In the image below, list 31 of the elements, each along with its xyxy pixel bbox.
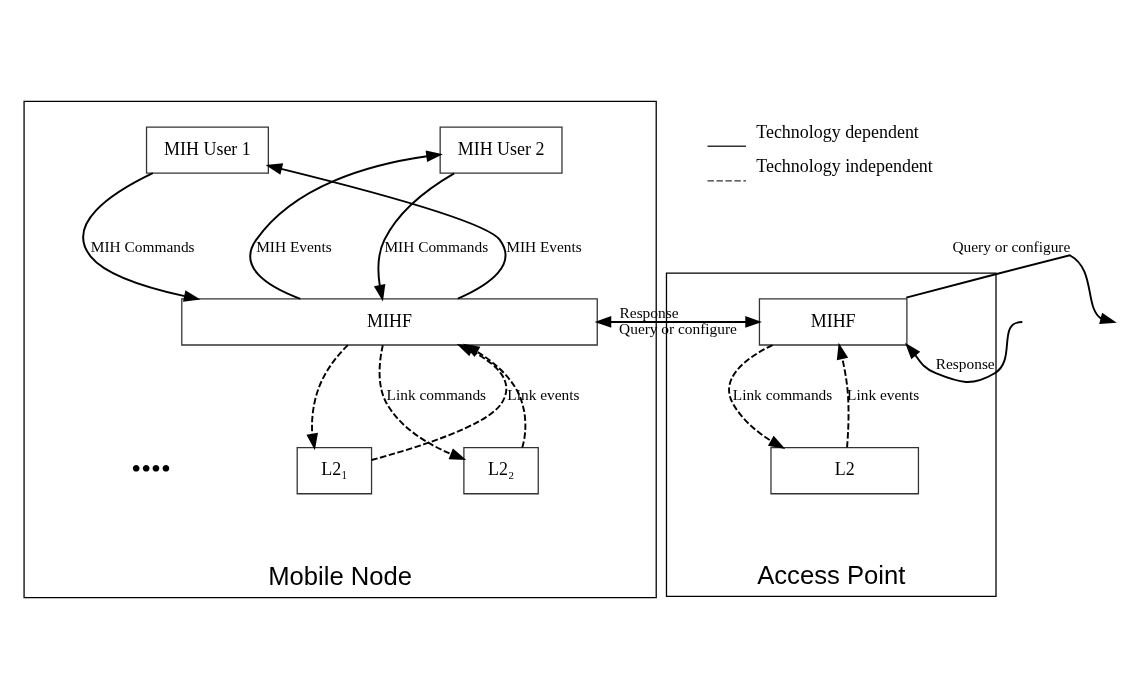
arrow	[306, 343, 349, 450]
arrow	[728, 343, 786, 449]
edge-label: MIH Commands	[90, 237, 195, 255]
node-box: MIH User 2	[439, 125, 563, 174]
arrow	[249, 149, 443, 300]
label: ••••	[131, 452, 171, 484]
arrow	[462, 343, 527, 448]
edge-label: Query or configure	[952, 237, 1071, 255]
edge-label: Link commands	[386, 385, 487, 403]
edge-label: Link commands	[732, 385, 833, 403]
arrow	[905, 320, 1024, 383]
arrow	[373, 171, 456, 301]
node-box: MIH User 1	[145, 125, 269, 174]
edge-label: MIH Events	[506, 237, 582, 255]
edge-label: Link events	[507, 385, 580, 403]
node-box: L2₁	[296, 446, 373, 494]
node-box: MIHF	[181, 297, 598, 346]
node-box: L2	[770, 446, 920, 494]
arrow	[378, 343, 467, 460]
legend-label: Technology dependent	[756, 121, 919, 142]
edge-label: MIH Commands	[384, 237, 489, 255]
node-box: MIHF	[758, 297, 908, 346]
node-box: L2₂	[463, 446, 539, 494]
edge-label: Response	[935, 354, 995, 372]
arrow	[836, 342, 850, 448]
edge-label: Link events	[847, 385, 920, 403]
legend-label: Technology independent	[756, 155, 933, 176]
arrow	[265, 162, 507, 300]
edge-label: MIH Events	[256, 237, 332, 255]
arrow	[905, 253, 1117, 324]
arrow	[82, 171, 201, 302]
